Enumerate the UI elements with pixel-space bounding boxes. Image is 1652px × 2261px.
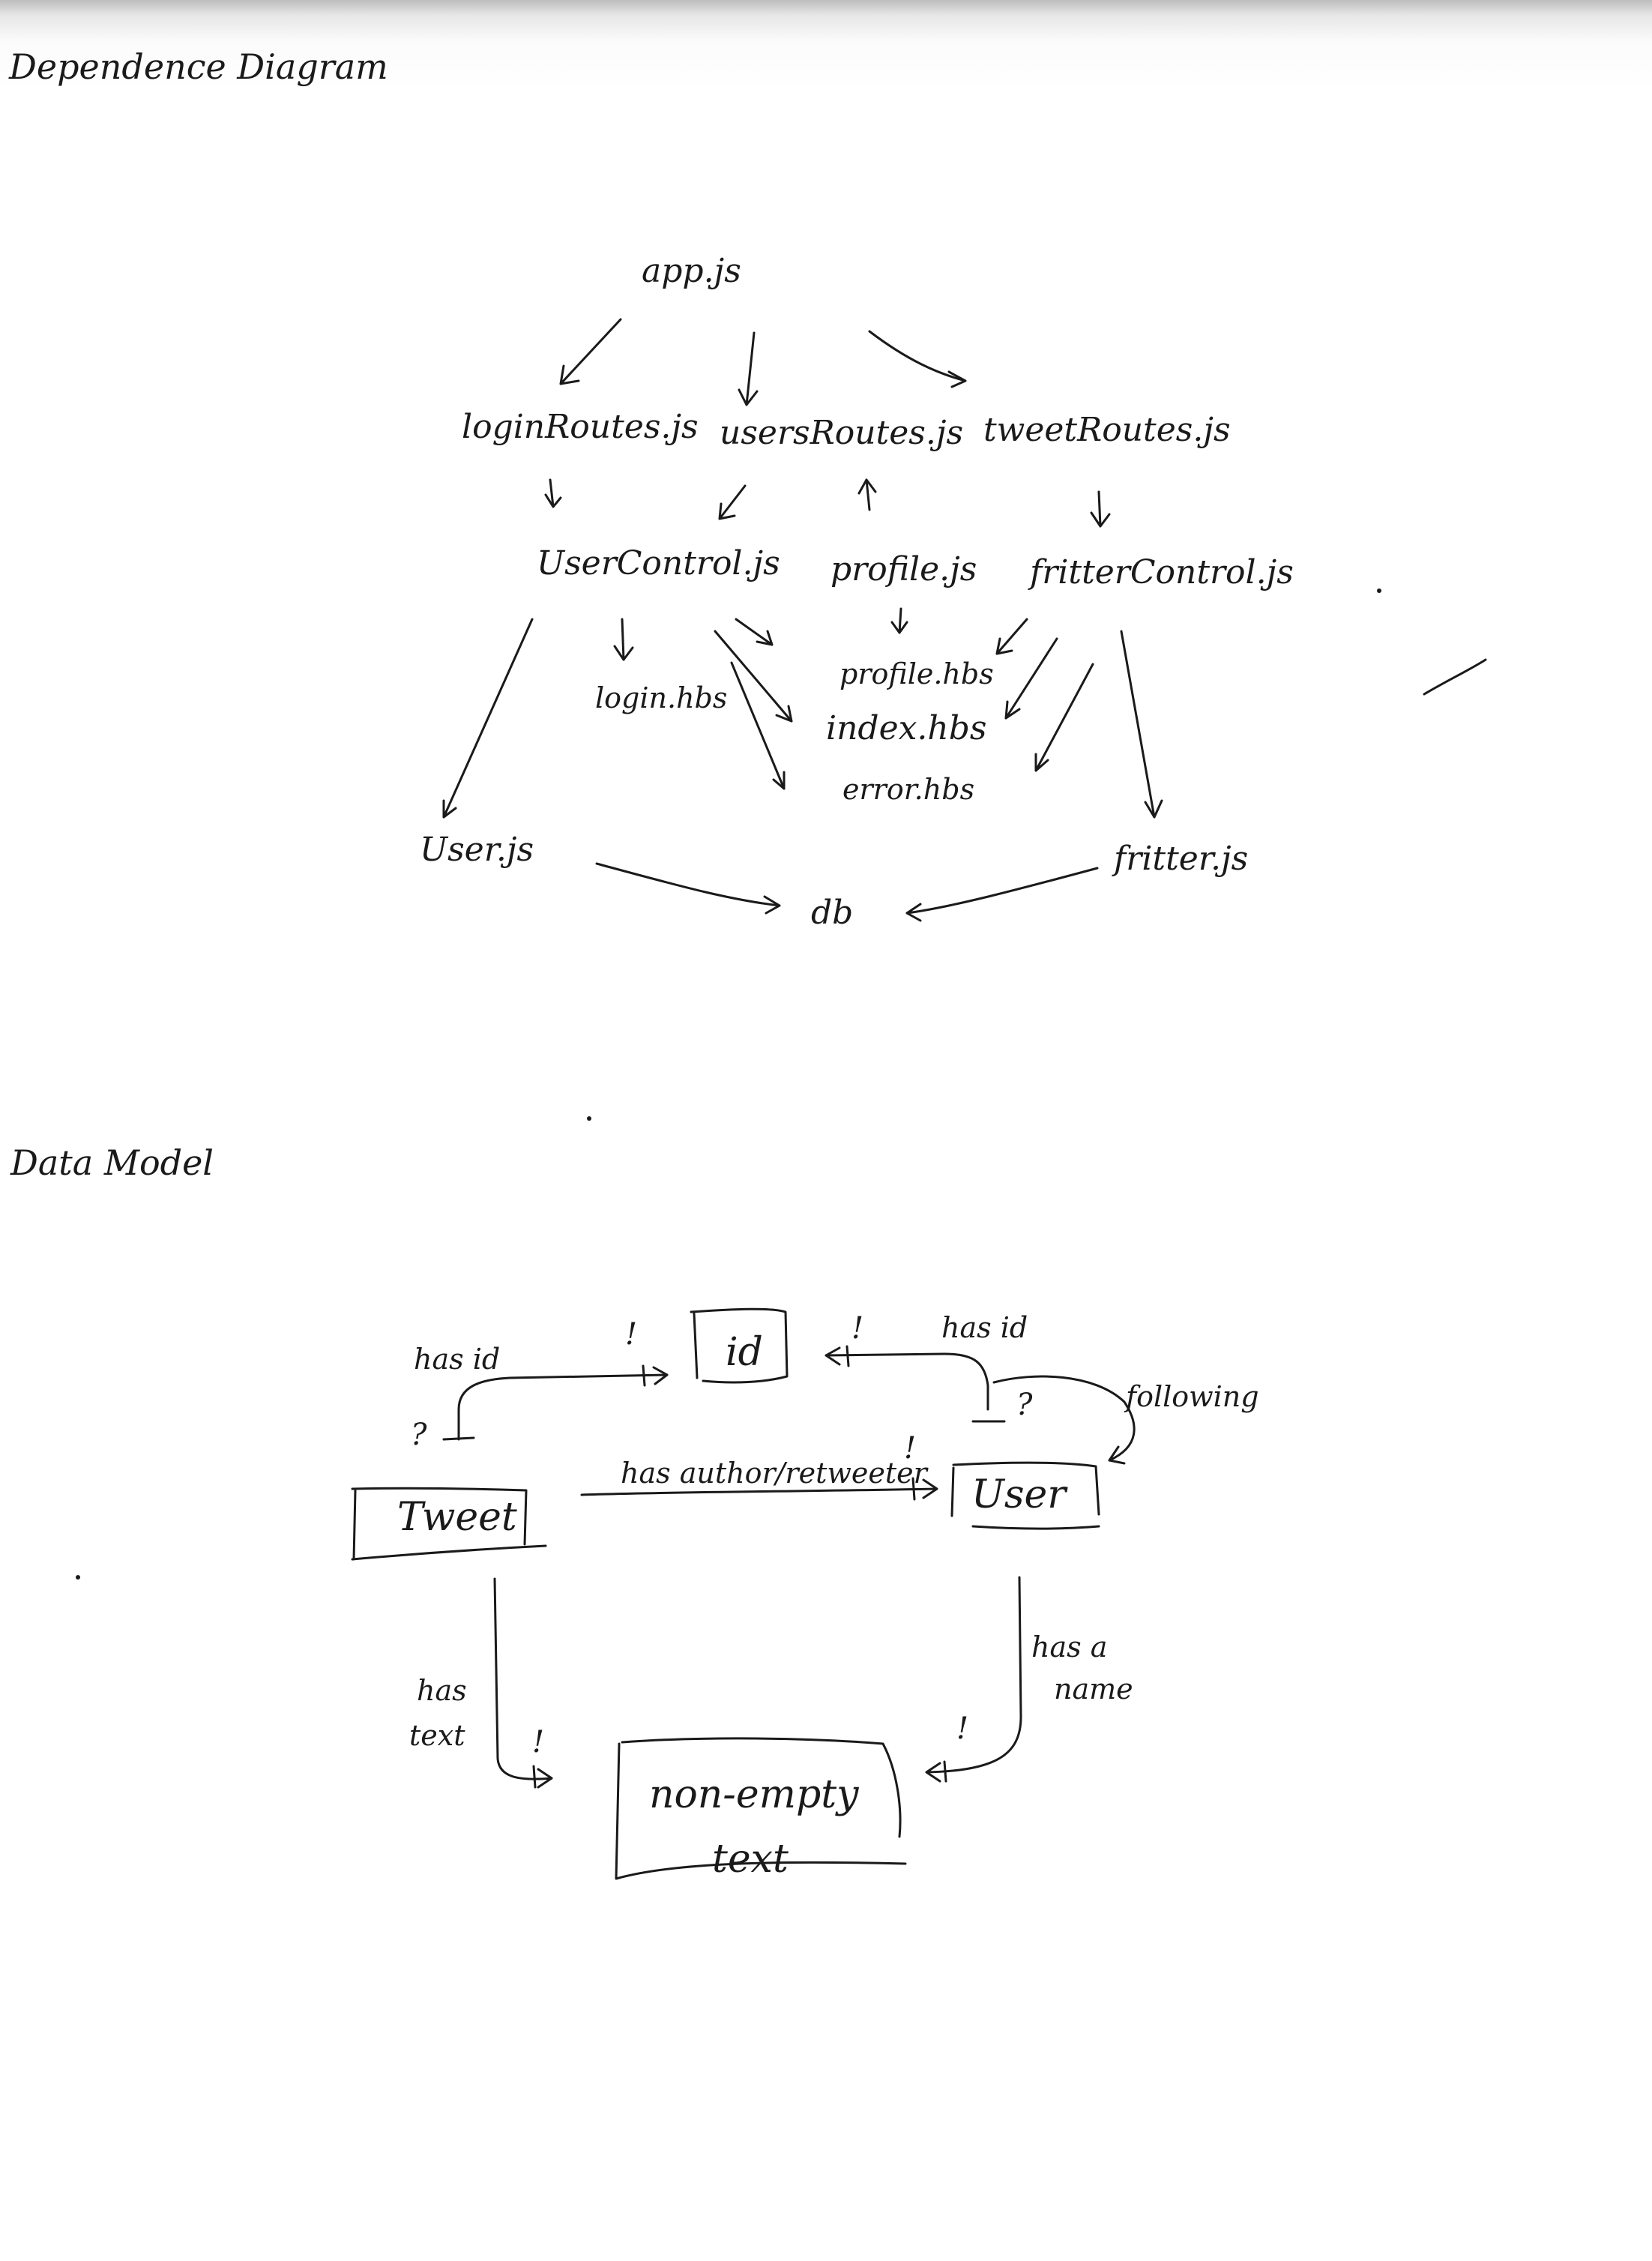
- stray-dot-1: [1377, 588, 1381, 593]
- rel-line-author: [580, 1478, 938, 1499]
- arrow-fritter-js-to-db: [905, 867, 1099, 922]
- node-app-js: app.js: [642, 252, 741, 290]
- arrow-app-to-tweet-routes: [868, 330, 967, 388]
- rel-line-tweet-id: [457, 1366, 669, 1441]
- tick-user-name-end: [943, 1760, 947, 1783]
- rel-has-text-1: has: [417, 1674, 467, 1707]
- rel-following: following: [1126, 1380, 1259, 1413]
- box-tweet-label: Tweet: [397, 1495, 517, 1540]
- rel-has-author: has author/retweeter: [621, 1457, 927, 1490]
- node-tweet-routes: tweetRoutes.js: [983, 411, 1231, 449]
- mult-one-user-name: !: [956, 1711, 969, 1746]
- tick-user-id-end: [845, 1345, 850, 1367]
- rel-has-text-2: text: [409, 1719, 465, 1752]
- mult-optional-tweet: ?: [411, 1418, 427, 1452]
- tick-tweet-text-end: [532, 1765, 537, 1789]
- tick-tweet-id-end: [642, 1364, 646, 1387]
- rel-tweet-has-id: has id: [414, 1343, 501, 1376]
- node-users-routes: usersRoutes.js: [720, 414, 964, 452]
- mult-optional-user: ?: [1016, 1388, 1033, 1422]
- stray-dot-3: [76, 1575, 80, 1580]
- node-profile-hbs: profile.hbs: [839, 657, 994, 690]
- node-profile-js: profile.js: [830, 550, 977, 588]
- rel-has-name-1: has a: [1031, 1631, 1108, 1664]
- arrow-app-to-login-routes: [559, 318, 622, 385]
- node-login-routes: loginRoutes.js: [462, 408, 699, 446]
- arrow-users-routes-to-user-control: [718, 484, 747, 520]
- rel-user-has-id: has id: [941, 1311, 1028, 1344]
- node-db: db: [811, 894, 854, 932]
- stray-dot-2: [587, 1116, 591, 1121]
- tick-tweet-id-bottom: [442, 1436, 475, 1441]
- dependence-arrows: [442, 318, 1163, 922]
- arrow-user-control-to-user-js: [442, 618, 534, 819]
- node-user-js: User.js: [420, 831, 534, 869]
- rel-line-user-name: [925, 1576, 1022, 1783]
- node-index-hbs: index.hbs: [826, 709, 987, 747]
- data-model-boxes: [351, 1307, 1100, 1880]
- tick-author-end: [911, 1477, 916, 1501]
- node-fritter-js: fritter.js: [1114, 840, 1249, 878]
- arrow-fritter-control-to-fritter-js: [1120, 630, 1163, 819]
- arrow-tweet-routes-to-fritter-control: [1090, 490, 1111, 528]
- data-model-title: Data Model: [10, 1142, 214, 1183]
- dependence-diagram-title: Dependence Diagram: [9, 46, 388, 87]
- rel-line-following: [992, 1375, 1136, 1465]
- box-user-label: User: [971, 1472, 1067, 1517]
- arrow-app-to-users-routes: [738, 331, 759, 406]
- arrow-user-js-to-db: [595, 862, 781, 915]
- arrow-user-control-to-profile-hbs: [735, 618, 774, 646]
- node-error-hbs: error.hbs: [842, 773, 975, 806]
- box-text-label-1: non-empty: [649, 1772, 859, 1817]
- rel-has-name-2: name: [1054, 1673, 1133, 1705]
- arrow-user-control-to-index-hbs: [714, 630, 793, 723]
- arrow-fritter-control-to-profile-hbs: [995, 618, 1028, 655]
- node-user-control: UserControl.js: [537, 544, 780, 582]
- data-model-relations: [442, 1345, 1136, 1789]
- stray-marks: [76, 588, 1487, 1580]
- box-tweet: [351, 1487, 547, 1561]
- arrow-user-control-to-error-hbs: [730, 661, 786, 790]
- box-text-label-2: text: [712, 1837, 789, 1882]
- arrow-login-routes-to-user-control: [544, 478, 562, 508]
- arrow-fritter-control-to-index-hbs: [1004, 637, 1058, 720]
- box-id-label: id: [726, 1330, 763, 1375]
- box-user: [950, 1461, 1100, 1530]
- mult-one-user-id: !: [851, 1311, 864, 1346]
- box-text: [615, 1737, 907, 1880]
- mult-one-tweet-id: !: [625, 1317, 638, 1352]
- box-id: [690, 1307, 789, 1384]
- arrow-fritter-control-to-error-hbs: [1034, 663, 1094, 772]
- mult-one-author: !: [904, 1431, 917, 1466]
- stray-stroke-right: [1423, 658, 1487, 696]
- arrow-user-control-to-login-hbs: [613, 618, 634, 661]
- arrow-profile-to-profile-hbs: [890, 607, 908, 634]
- mult-one-tweet-text: !: [532, 1725, 545, 1759]
- rel-line-user-id: [825, 1346, 989, 1411]
- node-login-hbs: login.hbs: [595, 681, 728, 714]
- rel-line-tweet-text: [493, 1577, 553, 1789]
- arrow-profile-to-users-routes: [857, 478, 877, 511]
- node-fritter-control: fritterControl.js: [1030, 553, 1294, 591]
